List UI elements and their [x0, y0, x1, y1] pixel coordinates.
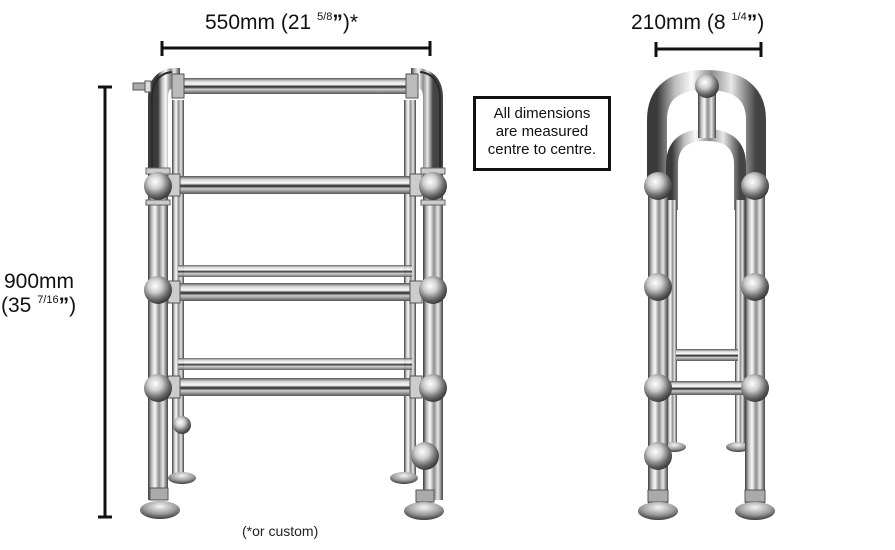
width-mm: 550mm — [205, 11, 276, 34]
height-dimension-label: 900mm (35 7/16”) — [1, 270, 77, 318]
depth-inch-fraction: 1/4 — [731, 11, 747, 23]
width-custom-asterisk: * — [349, 11, 359, 34]
bleed-valve — [132, 80, 152, 93]
height-inch-fraction: 7/16 — [37, 294, 59, 306]
height-mm: 900mm — [4, 270, 75, 293]
depth-inch-open: (8 — [706, 11, 732, 34]
note-line-2: are measured — [495, 123, 589, 140]
depth-inch-close: ) — [757, 11, 765, 34]
width-inch-open: (21 — [280, 11, 318, 34]
height-inch-close: ) — [69, 294, 77, 317]
inch-mark: ” — [332, 11, 343, 34]
depth-dimension-label: 210mm (8 1/4”) — [631, 11, 764, 35]
centre-connector — [698, 88, 716, 138]
width-dimension-label: 550mm (21 5/8”)* — [205, 11, 358, 35]
measurement-note-box: All dimensions are measured centre to ce… — [473, 96, 611, 171]
note-line-1: All dimensions — [493, 105, 591, 122]
note-line-3: centre to centre. — [487, 141, 597, 158]
custom-size-footnote: (*or custom) — [242, 523, 319, 539]
depth-mm: 210mm — [631, 11, 702, 34]
side-crossbar-lower — [670, 381, 744, 395]
inner-arch — [666, 128, 746, 210]
width-inch-close: ) — [342, 11, 350, 34]
side-crossbar-upper — [676, 349, 738, 361]
horizontal-rails — [167, 73, 423, 399]
inch-mark: ” — [746, 11, 758, 34]
width-inch-fraction: 5/8 — [317, 11, 333, 23]
height-inch-open: (35 — [1, 294, 38, 317]
front-legs — [140, 167, 447, 520]
inch-mark: ” — [58, 294, 70, 317]
